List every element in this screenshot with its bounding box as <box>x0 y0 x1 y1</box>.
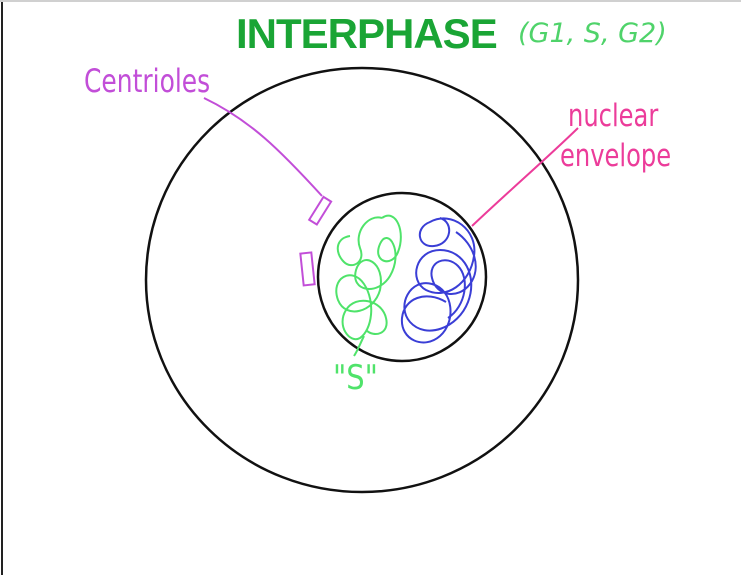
s-chromatin-tail <box>353 335 365 357</box>
phases-label: (G1, S, G2) <box>518 18 667 49</box>
centriole-2 <box>299 251 316 287</box>
s-chromatin <box>335 214 402 341</box>
nuclear-envelope-leader <box>471 127 579 227</box>
window-top-edge <box>0 0 741 2</box>
centrioles-leader <box>203 97 323 197</box>
cell-membrane <box>144 66 580 494</box>
nucleus <box>316 191 488 363</box>
window-left-edge <box>1 0 3 575</box>
s-phase-label: "S" <box>333 358 378 398</box>
centriole-1 <box>307 195 333 226</box>
blue-chromatin <box>400 217 477 344</box>
centrioles-label: Centrioles <box>84 62 211 100</box>
diagram-title: INTERPHASE <box>236 10 498 57</box>
nuclear-envelope-label-line2: envelope <box>560 138 672 174</box>
nuclear-envelope-label-line1: nuclear <box>568 98 659 134</box>
